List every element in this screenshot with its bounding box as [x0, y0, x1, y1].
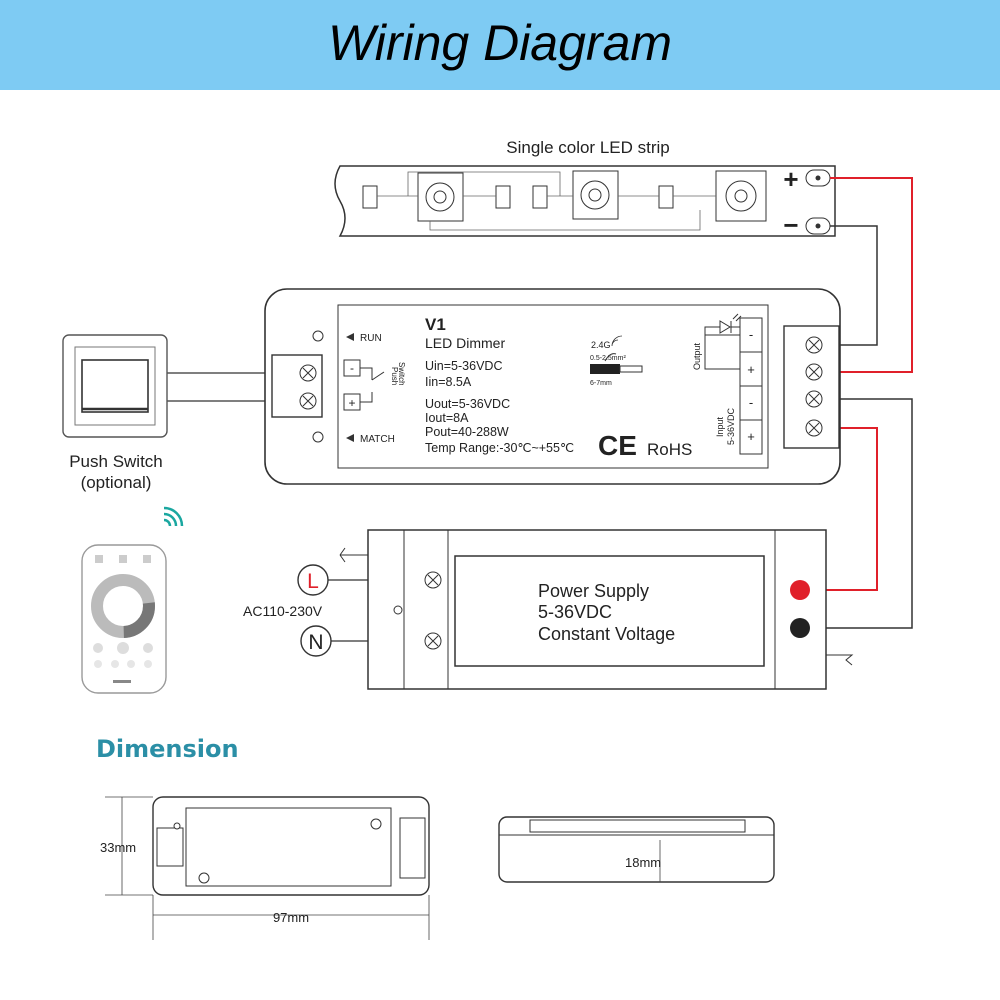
psu-voltage: 5-36VDC [538, 602, 612, 622]
input-plus: + [747, 429, 755, 444]
screw-terminal [805, 419, 823, 437]
psu-plus-terminal [790, 580, 810, 600]
freq-label: 2.4G [591, 340, 611, 350]
led-dimmer [264, 288, 841, 485]
wire-psu-plus [810, 427, 878, 591]
push-minus-sign: - [350, 361, 354, 375]
live-label: L [307, 570, 319, 593]
dimension-front-view [105, 796, 430, 940]
dimmer-iin: Iin=8.5A [425, 375, 472, 389]
wire-strip-plus [822, 177, 913, 373]
ce-mark: CE [598, 430, 637, 461]
led-chip [715, 170, 767, 222]
dimmer-temp: Temp Range:-30℃~+55℃ [425, 441, 574, 455]
push-switch-optional: (optional) [81, 473, 152, 492]
title-banner: Wiring Diagram [0, 0, 1000, 90]
dimension-side-view [498, 816, 775, 883]
screw-terminal [805, 390, 823, 408]
rohs-mark: RoHS [647, 440, 692, 459]
strip-minus-label: − [783, 210, 798, 240]
push-label: Push [390, 367, 399, 385]
wire-strip-minus [822, 225, 878, 346]
led-chip [417, 172, 464, 222]
length-dimension: 97mm [273, 910, 309, 925]
resistor [658, 185, 674, 209]
switch-label: Switch [397, 362, 406, 386]
live-badge [297, 564, 329, 596]
psu-minus-terminal [790, 618, 810, 638]
led-strip [334, 165, 836, 237]
ac-voltage-label: AC110-230V [243, 603, 323, 619]
screw-terminal [424, 571, 442, 589]
push-switch [62, 334, 168, 438]
wireless-signal-icon [163, 506, 184, 527]
resistor [362, 185, 378, 209]
output-minus: - [749, 327, 753, 342]
output-label: Output [692, 342, 702, 370]
dimmer-model: V1 [425, 315, 446, 334]
led-strip-title: Single color LED strip [506, 138, 669, 157]
push-terminal-block [271, 354, 323, 418]
wire-psu-minus [810, 398, 913, 629]
neutral-label: N [308, 631, 323, 654]
input-minus: - [749, 395, 753, 410]
height-dimension: 33mm [100, 840, 136, 855]
screw-terminal [805, 336, 823, 354]
strip-plus-label: + [783, 164, 798, 194]
strip-length-label: 6-7mm [590, 380, 612, 387]
push-switch-label: Push Switch [69, 452, 163, 471]
remote-control [81, 506, 184, 694]
resistor [532, 185, 548, 209]
run-led [312, 330, 324, 342]
depth-dimension: 18mm [625, 855, 661, 870]
match-button [312, 431, 324, 443]
wire-gauge-label: 0.5-2.5mm² [590, 355, 626, 362]
neutral-badge [300, 625, 332, 657]
dimmer-uin: Uin=5-36VDC [425, 359, 502, 373]
led-chip [572, 170, 619, 220]
screw-terminal [424, 632, 442, 650]
psu-type: Constant Voltage [538, 624, 675, 644]
dimmer-iout: Iout=8A [425, 411, 469, 425]
dimmer-uout: Uout=5-36VDC [425, 397, 510, 411]
psu-title: Power Supply [538, 581, 649, 601]
resistor [495, 185, 511, 209]
dimmer-name: LED Dimmer [425, 335, 505, 351]
run-label: RUN [360, 333, 382, 344]
dimension-heading: Dimension [96, 735, 239, 763]
input-voltage-label: 5-36VDC [726, 407, 736, 445]
dimmer-pout: Pout=40-288W [425, 425, 509, 439]
input-label: Input [715, 416, 725, 437]
push-plus-sign: + [348, 396, 355, 410]
output-plus: + [747, 362, 755, 377]
match-label: MATCH [360, 434, 395, 445]
screw-terminal [805, 363, 823, 381]
diagram-title: Wiring Diagram [327, 15, 673, 71]
power-supply [297, 529, 854, 690]
